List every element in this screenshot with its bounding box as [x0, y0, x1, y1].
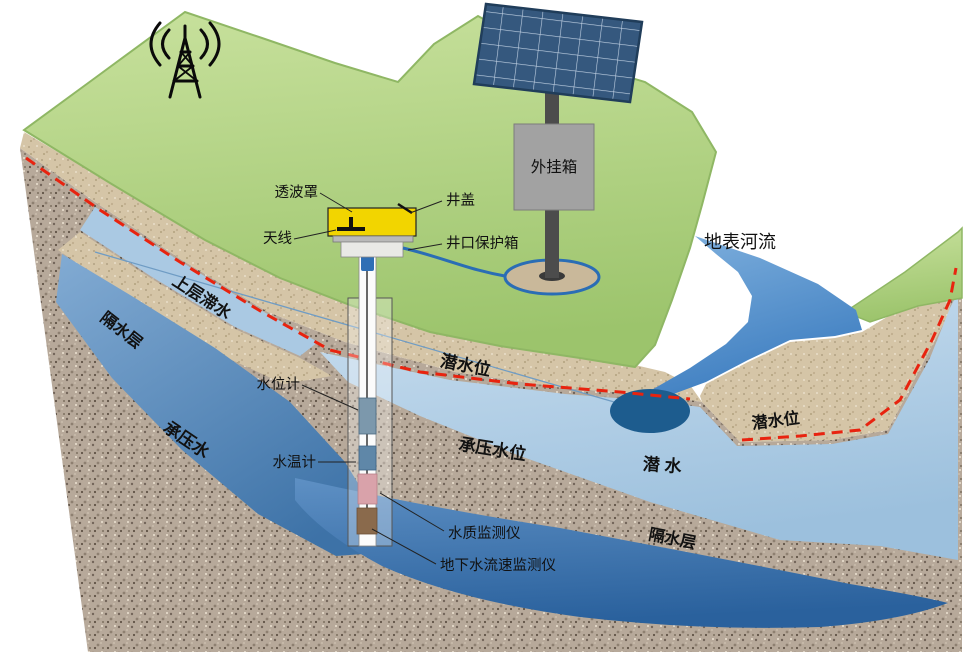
- solar-station: 外挂箱: [472, 2, 644, 296]
- tan-cliff-band: [20, 132, 702, 402]
- radio-tower-icon: [149, 21, 221, 99]
- well-cover-mark: [397, 202, 413, 215]
- leader-radome: [319, 192, 353, 213]
- label-water-temp-gauge: 水温计: [273, 454, 317, 471]
- water-level-gauge-device: [358, 397, 377, 435]
- water-level-dashed-line-left: [25, 156, 691, 401]
- external-box-shape: [513, 123, 595, 211]
- label-antenna: 天线: [263, 230, 292, 247]
- leader-wellhead-box: [407, 243, 443, 251]
- pressure-transducer-device: [361, 254, 374, 271]
- confined-aquifer-lens: [56, 254, 390, 556]
- leader-water-quality: [379, 492, 445, 532]
- label-water-quality: 水质监测仪: [448, 525, 521, 542]
- label-flow-velocity: 地下水流速监测仪: [440, 557, 556, 574]
- signal-cable: [402, 246, 511, 279]
- leader-water-level-gauge: [301, 384, 359, 411]
- label-water-level-gauge: 水位计: [257, 376, 301, 393]
- leader-antenna: [293, 229, 337, 240]
- solar-panel-icon: [472, 2, 644, 104]
- leader-flow-velocity: [371, 528, 437, 565]
- label-phreatic-water: 潜 水: [642, 454, 683, 477]
- label-well-cover: 井盖: [446, 192, 475, 209]
- grass-wedge-right: [843, 226, 963, 323]
- antenna-icon: [337, 227, 365, 231]
- label-wellhead-box: 井口保护箱: [446, 235, 519, 252]
- river-pool: [610, 389, 690, 433]
- well-cover-lid: [332, 235, 414, 243]
- label-surface-river: 地表河流: [704, 232, 776, 252]
- antenna-mast: [349, 217, 353, 227]
- external-box-label: 外挂箱: [531, 158, 578, 176]
- leader-well-cover: [409, 200, 443, 214]
- water-quality-monitor-device: [357, 473, 378, 505]
- deep-aquifer-lens: [295, 478, 948, 628]
- wellhead-protection-box-shape: [340, 241, 404, 258]
- surface-river-shape: [614, 236, 862, 414]
- label-radome: 透波罩: [275, 184, 319, 201]
- radome-box: [327, 207, 417, 237]
- flow-velocity-monitor-device: [356, 507, 378, 535]
- water-temp-gauge-device: [358, 445, 377, 471]
- aquiclude-band-left: [58, 232, 332, 384]
- monitoring-well: [327, 202, 511, 547]
- tan-river-bank-band: [700, 262, 958, 442]
- water-level-dashed-line-right: [741, 267, 958, 442]
